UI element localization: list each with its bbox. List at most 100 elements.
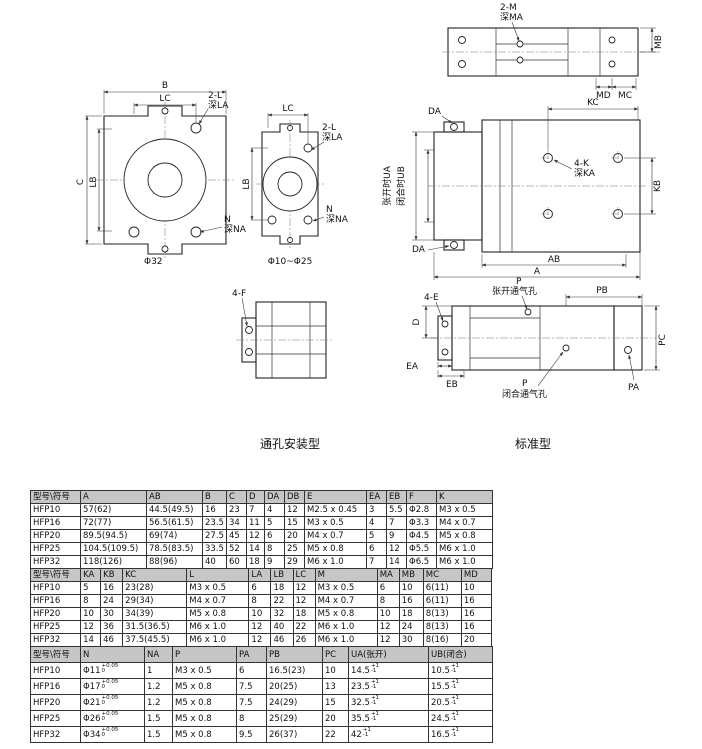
dim-label-2l: 2-L bbox=[322, 123, 336, 133]
spec-cell: 34 bbox=[226, 516, 247, 530]
spec-cell: 23(28) bbox=[122, 581, 188, 595]
leader-n bbox=[199, 226, 223, 233]
dim-label-shen-la: 深LA bbox=[208, 100, 229, 111]
spec-cell: 4 bbox=[264, 503, 285, 517]
spec-cell: 52 bbox=[226, 542, 247, 556]
shaft-circle bbox=[147, 162, 183, 198]
spec-cell: 29(34) bbox=[122, 594, 188, 608]
spec-cell: 16 bbox=[460, 620, 493, 634]
column-header: 型号\符号 bbox=[29, 568, 82, 582]
spec-cell: 10.5+1-1 bbox=[428, 662, 493, 679]
spec-cell: 1.2 bbox=[144, 678, 173, 695]
dim-label-4k: 4-K bbox=[574, 159, 590, 169]
dim-label-n: N bbox=[224, 215, 231, 225]
dim-label-shen-la: 深LA bbox=[322, 132, 343, 143]
column-header: DA bbox=[264, 490, 285, 504]
spec-cell: M3 x 0.5 bbox=[436, 503, 493, 517]
spec-cell: 8(13) bbox=[422, 607, 462, 621]
leader-pa bbox=[628, 354, 635, 381]
spec-cell: 6 bbox=[376, 581, 400, 595]
spec-cell: 7.5 bbox=[236, 678, 267, 695]
spec-cell: 1.2 bbox=[144, 694, 173, 711]
leader-da-top bbox=[441, 115, 453, 124]
extension-lines bbox=[251, 113, 309, 221]
column-header: EB bbox=[386, 490, 407, 504]
spec-cell: HFP25 bbox=[29, 620, 82, 634]
spec-cell: 32.5+1-1 bbox=[348, 694, 429, 711]
spec-cell: 12 bbox=[284, 503, 305, 517]
spec-cell: M6 x 1.0 bbox=[314, 633, 378, 647]
column-header: PA bbox=[236, 646, 267, 663]
spec-cell: 10 bbox=[248, 607, 272, 621]
spec-cell: 20.5+1-1 bbox=[428, 694, 493, 711]
spec-cell: M5 x 0.8 bbox=[172, 726, 237, 743]
spec-cell: 35.5+1-1 bbox=[348, 710, 429, 727]
spec-cell: M5 x 0.8 bbox=[304, 542, 367, 556]
column-header: A bbox=[80, 490, 147, 504]
dim-label-2m: 2-M bbox=[500, 3, 517, 13]
column-header: F bbox=[406, 490, 437, 504]
spec-cell: 15 bbox=[322, 694, 349, 711]
spec-cell: M4 x 0.7 bbox=[436, 516, 493, 530]
dim-label-mc: MC bbox=[618, 91, 632, 101]
spec-cell: 24(29) bbox=[266, 694, 323, 711]
spec-cell: 8 bbox=[376, 594, 400, 608]
spec-cell: 57(62) bbox=[80, 503, 147, 517]
column-header: K bbox=[436, 490, 493, 504]
port-label-close: 闭合通气孔 bbox=[502, 388, 547, 400]
spec-cell: Φ5.5 bbox=[406, 542, 437, 556]
spec-cell: HFP32 bbox=[30, 726, 81, 743]
leader-n bbox=[312, 216, 325, 222]
column-header: MB bbox=[398, 568, 424, 582]
spec-cell: 9.5 bbox=[236, 726, 267, 743]
spec-cell: 7 bbox=[386, 516, 407, 530]
spec-cell: 24.5+1-1 bbox=[428, 710, 493, 727]
spec-cell: M5 x 0.8 bbox=[172, 678, 237, 695]
spec-cell: 7.5 bbox=[236, 694, 267, 711]
spec-cell: 20 bbox=[460, 633, 493, 647]
column-header: MA bbox=[376, 568, 400, 582]
spec-cell: 15 bbox=[284, 516, 305, 530]
spec-cell: 88(96) bbox=[146, 555, 203, 569]
spec-cell: 30 bbox=[100, 607, 124, 621]
caption-standard-type: 标准型 bbox=[515, 437, 551, 451]
column-header: LB bbox=[270, 568, 294, 582]
dim-label-4e: 4-E bbox=[424, 293, 439, 303]
spec-cell: 12 bbox=[248, 633, 272, 647]
spec-cell: 78.5(83.5) bbox=[146, 542, 203, 556]
spec-cell: 60 bbox=[226, 555, 247, 569]
spec-cell: M4 x 0.7 bbox=[304, 529, 367, 543]
dim-label-mb: MB bbox=[654, 35, 664, 49]
spec-cell: HFP10 bbox=[30, 503, 81, 517]
spec-cell: HFP10 bbox=[29, 581, 82, 595]
spec-cell: 24 bbox=[100, 594, 124, 608]
leader-2l bbox=[198, 108, 209, 125]
top-view-standard: 2-M 深MA MB MD MC bbox=[442, 3, 664, 101]
spec-cell: 18 bbox=[398, 607, 424, 621]
spec-cell: M6 x 1.0 bbox=[186, 620, 250, 634]
dim-label-pc: PC bbox=[658, 334, 668, 346]
column-header: KC bbox=[122, 568, 188, 582]
extension-lines bbox=[85, 90, 227, 245]
spec-cell: 8(13) bbox=[422, 620, 462, 634]
e-hole bbox=[441, 348, 449, 356]
flange-tab-bottom bbox=[443, 239, 465, 251]
spec-cell: Φ6.5 bbox=[406, 555, 437, 569]
leader-p-close bbox=[537, 351, 564, 387]
spec-cell: HFP25 bbox=[30, 542, 81, 556]
spec-cell: M2.5 x 0.45 bbox=[304, 503, 367, 517]
column-header: B bbox=[202, 490, 227, 504]
e-hole bbox=[441, 320, 449, 328]
spec-cell: 9 bbox=[264, 555, 285, 569]
spec-cell: HFP10 bbox=[30, 662, 81, 679]
leader-2l bbox=[310, 141, 325, 151]
column-header: DB bbox=[284, 490, 305, 504]
column-header: MC bbox=[422, 568, 462, 582]
